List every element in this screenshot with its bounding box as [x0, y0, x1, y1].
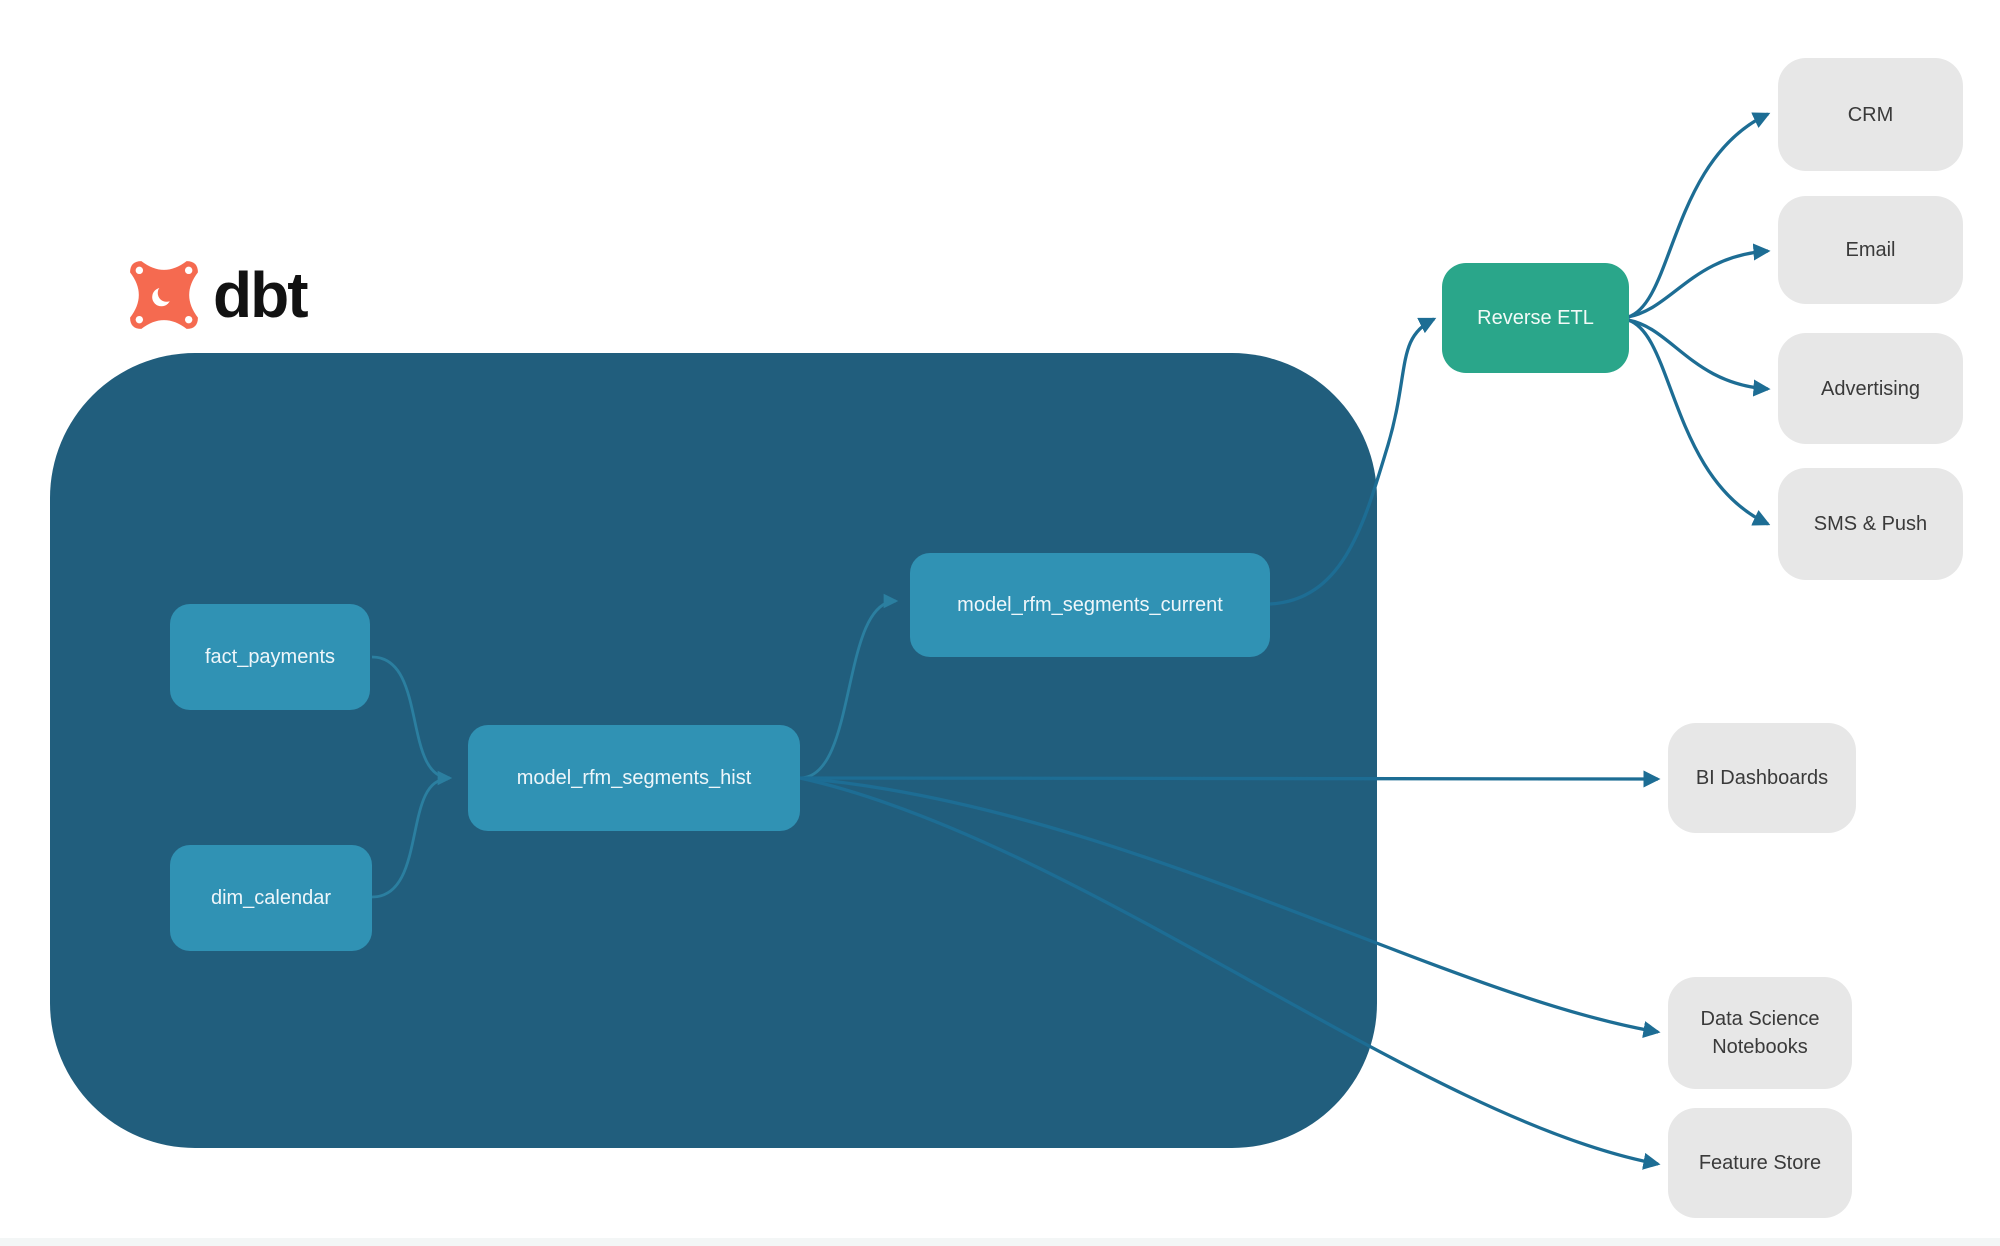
node-advertising[interactable]: Advertising [1778, 333, 1963, 444]
dbt-wordmark: dbt [213, 259, 308, 331]
node-bi-dashboards[interactable]: BI Dashboards [1668, 723, 1856, 833]
node-email[interactable]: Email [1778, 196, 1963, 304]
bottom-edge-strip [0, 1238, 2000, 1246]
node-reverse-etl[interactable]: Reverse ETL [1442, 263, 1629, 373]
edge-reverse-etl-to-advertising [1627, 318, 1771, 397]
edge-reverse-etl-to-email [1627, 243, 1771, 319]
node-model-rfm-segments-current[interactable]: model_rfm_segments_current [910, 553, 1270, 657]
node-fact-payments[interactable]: fact_payments [170, 604, 370, 710]
dbt-logo: dbt [127, 258, 308, 332]
node-feature-store[interactable]: Feature Store [1668, 1108, 1852, 1218]
node-dim-calendar[interactable]: dim_calendar [170, 845, 372, 951]
dbt-logo-icon [130, 261, 198, 329]
edge-reverse-etl-to-sms-push [1627, 318, 1771, 526]
node-model-rfm-segments-hist[interactable]: model_rfm_segments_hist [468, 725, 800, 831]
node-sms-push[interactable]: SMS & Push [1778, 468, 1963, 580]
node-crm[interactable]: CRM [1778, 58, 1963, 171]
node-data-science-notebooks[interactable]: Data Science Notebooks [1668, 977, 1852, 1089]
edge-reverse-etl-to-crm [1627, 112, 1771, 319]
